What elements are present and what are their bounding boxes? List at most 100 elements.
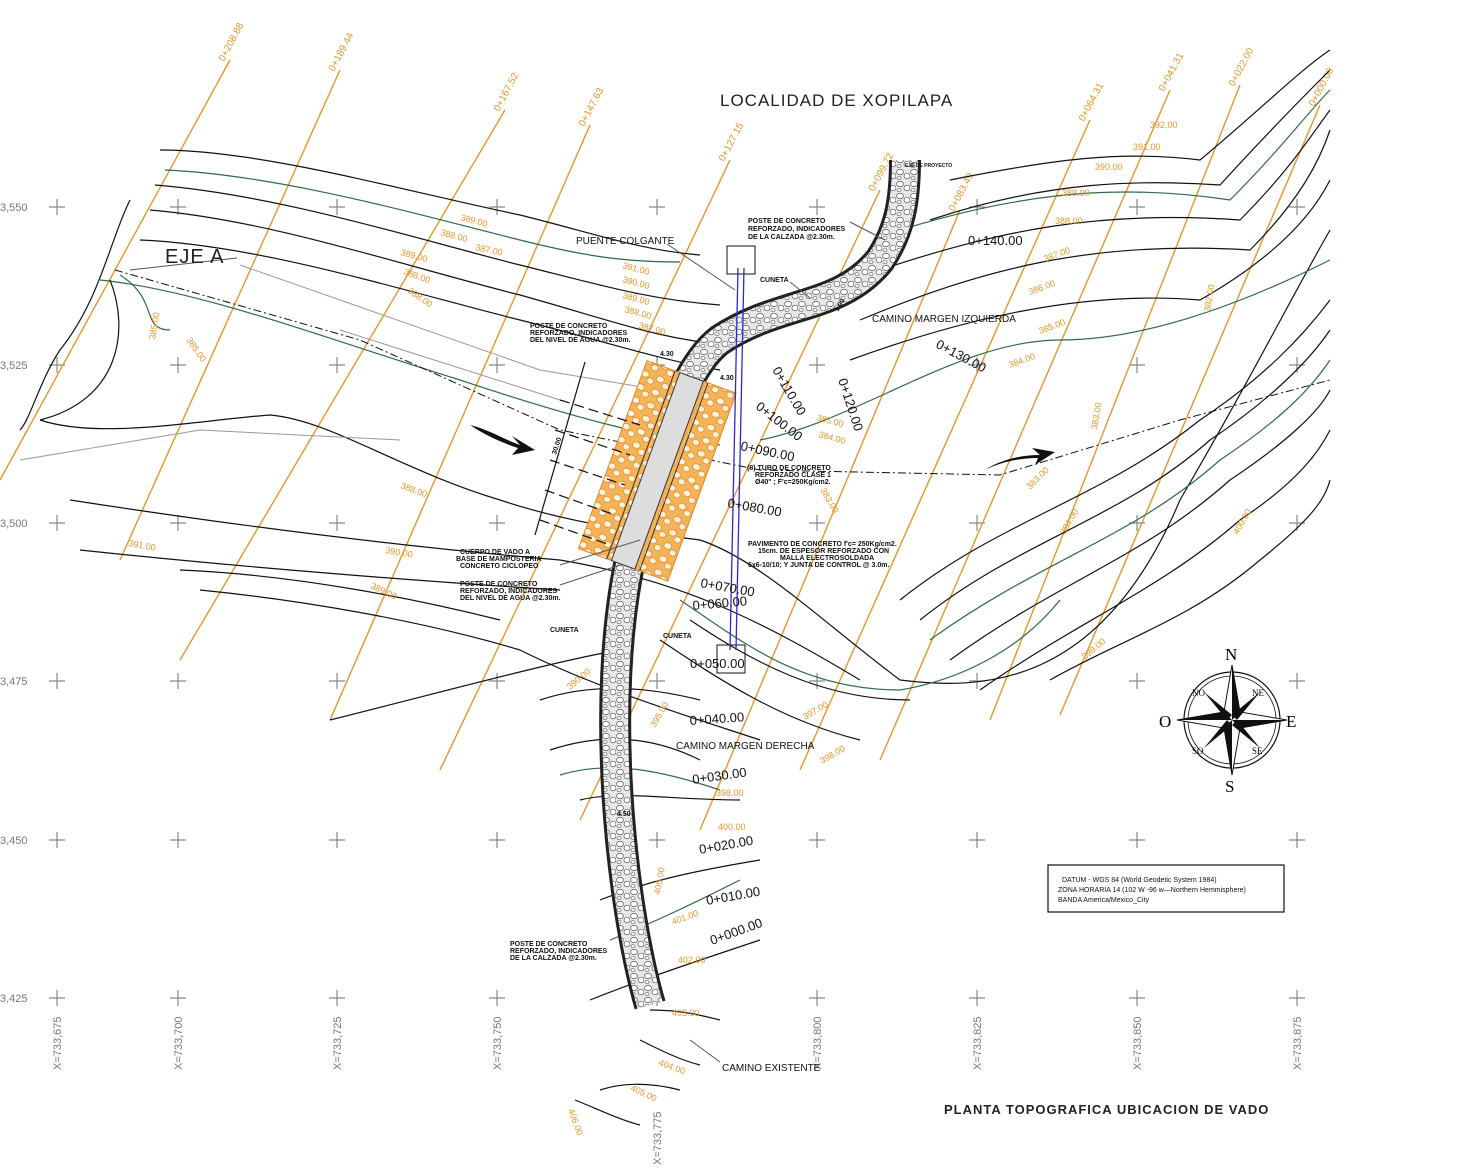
cuneta-label: CUNETA	[663, 633, 692, 640]
elevation-label: 388.00	[406, 285, 434, 309]
compass-n: N	[1225, 645, 1237, 664]
grid-cross	[649, 832, 665, 848]
tubo-line: (8) TUBO DE CONCRETO	[747, 465, 831, 472]
chainage-label: 0+090.00	[739, 438, 796, 464]
grid-x-label: X=733,850	[1132, 1016, 1144, 1070]
elevation-label: 389.00	[459, 212, 488, 229]
grid-x-label: X=733,800	[812, 1016, 824, 1070]
grid-y-label: 3,425	[0, 993, 28, 1005]
cuneta-label: CUNETA	[760, 277, 789, 284]
elevation-label: 405.00	[629, 1083, 658, 1104]
camino-existente-label: CAMINO EXISTENTE	[722, 1063, 821, 1074]
elevation-label: 400.00	[718, 822, 746, 832]
grid-cross	[489, 673, 505, 689]
poste-agua-bottom-line: REFORZADO, INDICADORES	[460, 588, 558, 595]
station-line	[119, 69, 341, 561]
elevation-label: 387.00	[1042, 245, 1071, 264]
grid-x-label: X=733,750	[492, 1016, 504, 1070]
elevation-labels: 391.00390.00389.00388.00387.00388.00385.…	[128, 120, 1254, 1137]
station-label: 0+000.00	[1307, 66, 1337, 109]
grid-cross	[329, 357, 345, 373]
channel-axis	[19, 264, 1331, 476]
grid-x-label: X=733,675	[52, 1016, 64, 1070]
poste-calzada-bottom-line: DE LA CALZADA @2.30m.	[510, 955, 597, 962]
datum-line: DATUM - WGS 84 (World Geodetic System 19…	[1062, 877, 1217, 884]
pavimento-line: MALLA ELECTROSOLDADA	[780, 555, 874, 562]
grid-cross	[809, 199, 825, 215]
grid-y-label: 3,550	[0, 202, 28, 214]
grid-cross	[49, 673, 65, 689]
elevation-label: 404.00	[657, 1057, 686, 1076]
cuneta-label: CUNETA	[550, 627, 579, 634]
grid-cross	[809, 515, 825, 531]
grid-cross	[809, 673, 825, 689]
project-axis-label: EJE DE PROYECTO	[905, 163, 952, 169]
poste-agua-top-line: POSTE DE CONCRETO	[530, 323, 608, 330]
grid-y-label: 3,500	[0, 518, 28, 530]
datum-line: ZONA HORARIA 14 (102 W -96 w—Northern He…	[1058, 887, 1246, 894]
grid-y-label: 3,525	[0, 360, 28, 372]
chainage-label: 0+010.00	[705, 884, 761, 908]
grid-x-label: X=733,775	[652, 1111, 664, 1165]
elevation-label: 391.00	[1133, 142, 1161, 152]
dimension-label: 30.00	[551, 437, 563, 456]
grid-cross	[329, 832, 345, 848]
grid-cross	[49, 199, 65, 215]
elevation-label: 384.00	[1007, 351, 1036, 370]
elevation-label: 388.00	[439, 227, 468, 244]
elevation-label: 385.00	[184, 335, 208, 363]
grid-cross	[1129, 199, 1145, 215]
pavimento-line: 15cm. DE ESPESOR REFORZADO CON	[758, 548, 889, 555]
poste-agua-top-line: REFORZADO, INDICADORES	[530, 330, 628, 337]
grid-cross	[489, 357, 505, 373]
poste-agua-top-line: DEL NIVEL DE AGUA @2.30m.	[530, 337, 631, 344]
grid-cross	[489, 832, 505, 848]
grid-x-label: X=733,700	[173, 1016, 185, 1070]
leader-lines	[129, 221, 886, 1063]
station-label: 0+208.88	[217, 21, 247, 64]
grid-cross	[809, 357, 825, 373]
chainage-label: 0+060.00	[692, 593, 748, 613]
grid-cross	[170, 673, 186, 689]
elevation-label: 398.00	[818, 743, 847, 765]
elevation-label: 388.00	[623, 304, 652, 321]
chainage-label: 0+080.00	[726, 495, 782, 519]
camino-izquierda-label: CAMINO MARGEN IZQUIERDA	[872, 314, 1016, 325]
suspension-bridge	[716, 245, 756, 674]
station-label: 0+167.52	[492, 71, 522, 114]
cuerpo-line: CONCRETO CICLOPEO	[460, 563, 539, 570]
elevation-label: 388.00	[1055, 216, 1083, 226]
tubo-line: Ø40" ; F'c=250Kg/cm2.	[755, 479, 831, 486]
elevation-label: 401.00	[670, 908, 699, 927]
camino-derecha-label: CAMINO MARGEN DERECHA	[676, 741, 815, 752]
chainage-label: 0+040.00	[689, 709, 745, 728]
drawing-title: PLANTA TOPOGRAFICA UBICACION DE VADO	[944, 1102, 1269, 1117]
compass-rose-icon: N S E O NE NO SE SO	[1159, 645, 1296, 796]
compass-ne: NE	[1252, 688, 1264, 698]
flow-arrow-icon	[470, 425, 535, 455]
elevation-label: 382.00	[1202, 283, 1217, 312]
grid-x-label: X=733,875	[1292, 1016, 1304, 1070]
elevation-label: 389.00	[399, 247, 428, 264]
dimension-label: 4.30	[720, 375, 734, 382]
grid-cross	[1289, 199, 1305, 215]
station-line	[439, 159, 731, 771]
elevation-label: 388.00	[399, 480, 428, 499]
elevation-label: 384.00	[817, 429, 846, 446]
dimension-label: 4.30	[660, 351, 674, 358]
compass-o: O	[1159, 712, 1171, 731]
grid-y-label: 3,450	[0, 835, 28, 847]
cuerpo-line: BASE DE MAMPOSTERIA	[456, 556, 542, 563]
station-label: 0+147.63	[577, 86, 607, 129]
station-line	[699, 209, 961, 831]
elevation-label: 406.00	[566, 1107, 585, 1136]
chainage-label: 0+050.00	[690, 656, 745, 671]
grid-cross	[329, 199, 345, 215]
contour-lines	[19, 49, 1331, 1126]
grid-cross	[809, 832, 825, 848]
grid-x-label: X=733,725	[332, 1016, 344, 1070]
grid-cross	[489, 990, 505, 1006]
grid-cross	[1129, 673, 1145, 689]
grid-cross	[329, 673, 345, 689]
